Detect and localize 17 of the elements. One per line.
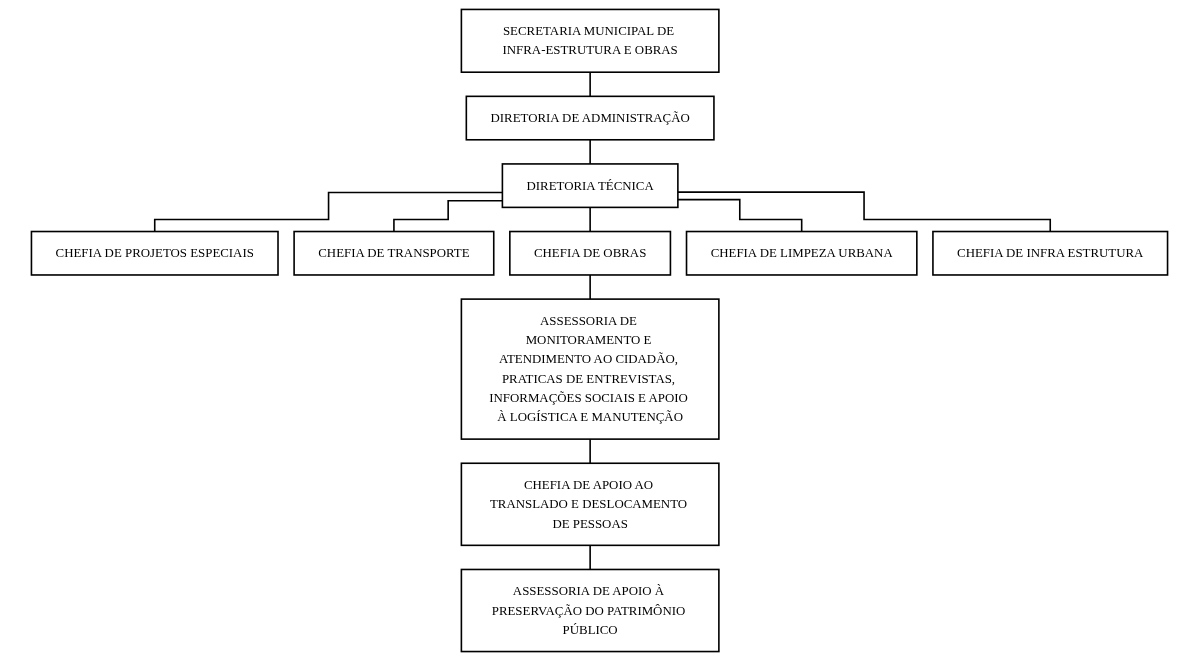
node-box: CHEFIA DE LIMPEZA URBANA: [685, 230, 918, 276]
connector: [588, 139, 591, 165]
node-box: ASSESSORIA DE APOIO À PRESERVAÇÃO DO PATRIMÔNIO PÚBLICO: [460, 568, 720, 653]
connector: [588, 206, 591, 233]
connector: [588, 438, 591, 465]
connector: [588, 544, 591, 571]
node-box: CHEFIA DE INFRA ESTRUTURA: [931, 230, 1168, 276]
connector: [588, 274, 591, 300]
node-box: DIRETORIA DE ADMINISTRAÇÃO: [465, 95, 715, 141]
node-box: ASSESSORIA DE MONITORAMENTO E ATENDIMENTO AO CIDADÃO, PRATICAS DE ENTREVISTAS, INFORMAÇÕES SOCIAIS E APOIO À LOGÍSTICA E MANUTENÇÃO: [460, 298, 720, 440]
node-box: CHEFIA DE OBRAS: [508, 230, 671, 276]
node-box: CHEFIA DE TRANSPORTE: [292, 230, 495, 276]
node-box: DIRETORIA TÉCNICA: [501, 163, 679, 209]
node-box: CHEFIA DE APOIO AO TRANSLADO E DESLOCAMENTO DE PESSOAS: [460, 462, 720, 547]
node-box: CHEFIA DE PROJETOS ESPECIAIS: [30, 230, 279, 276]
node-box: SECRETARIA MUNICIPAL DE INFRA-ESTRUTURA E OBRAS: [460, 8, 720, 73]
connector: [588, 71, 591, 98]
